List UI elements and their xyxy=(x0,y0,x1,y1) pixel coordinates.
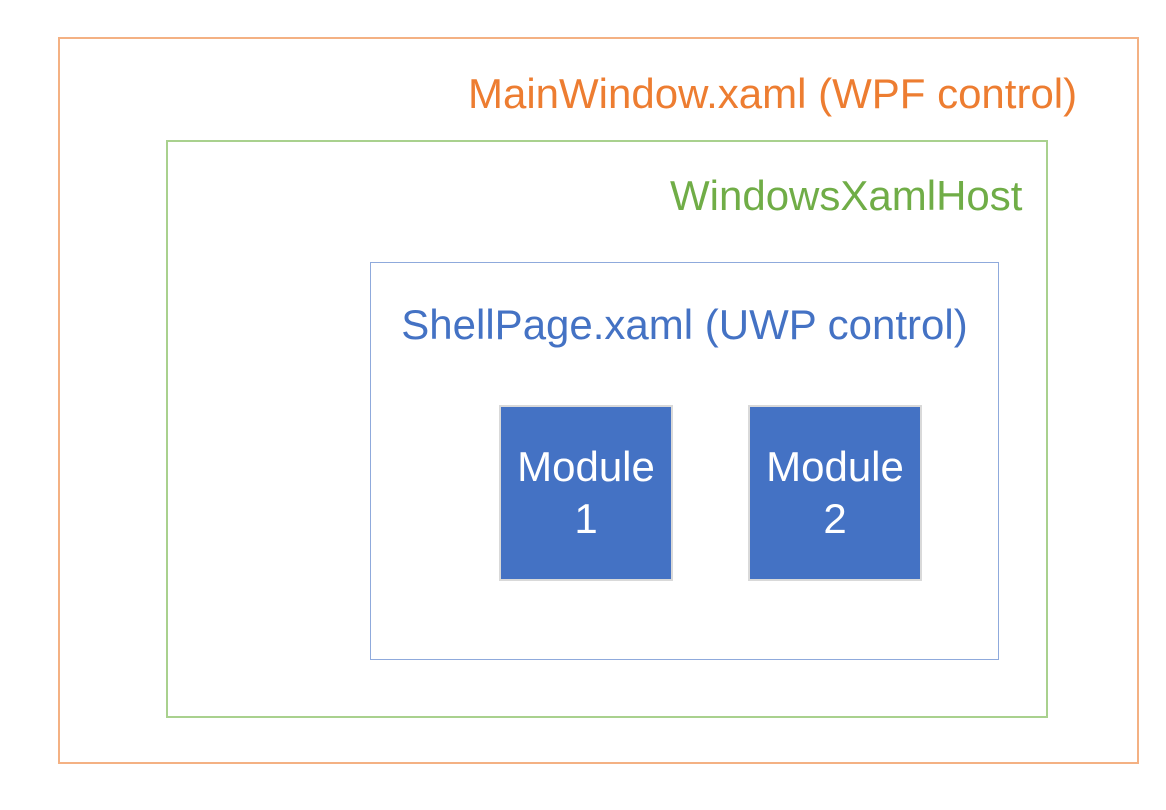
mainwindow-wpf-label: MainWindow.xaml (WPF control) xyxy=(468,70,1078,117)
windowsxamlhost-label: WindowsXamlHost xyxy=(670,172,1023,219)
mainwindow-wpf-box: MainWindow.xaml (WPF control) WindowsXam… xyxy=(58,37,1139,764)
shellpage-uwp-box: ShellPage.xaml (UWP control) Module 1 Mo… xyxy=(370,262,999,660)
windowsxamlhost-box: WindowsXamlHost ShellPage.xaml (UWP cont… xyxy=(166,140,1048,718)
shellpage-uwp-label: ShellPage.xaml (UWP control) xyxy=(401,301,968,348)
module-2-box: Module 2 xyxy=(748,405,922,581)
module-1-box: Module 1 xyxy=(499,405,673,581)
module-1-label: Module 1 xyxy=(517,442,655,543)
module-2-label: Module 2 xyxy=(766,442,904,543)
